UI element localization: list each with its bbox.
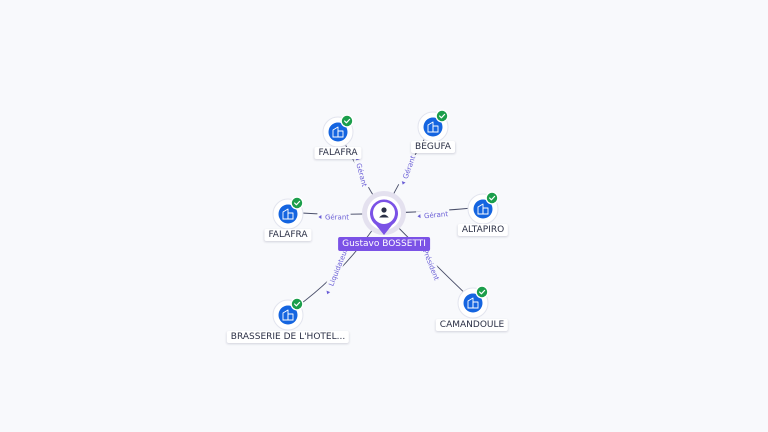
person-icon (379, 207, 389, 218)
pin-inner-circle (373, 202, 395, 224)
building-icon (282, 309, 294, 321)
edge-role-label: Gérant (317, 212, 351, 222)
company-node-falafra-top[interactable] (322, 114, 354, 148)
edge-role-label: Liquidateur (322, 243, 351, 297)
company-name-label[interactable]: BEGUFA (411, 141, 455, 153)
arrow-icon (318, 215, 322, 219)
company-node-altapiro[interactable] (467, 191, 499, 225)
edge-role-label: Gérant (397, 152, 418, 187)
company-node-begufa[interactable] (417, 109, 449, 143)
verified-check-icon (475, 285, 489, 299)
edge-label-background (352, 154, 371, 190)
edge-label-background (317, 212, 351, 221)
building-icon (427, 121, 439, 133)
company-name-label[interactable]: ALTAPIRO (457, 224, 509, 236)
edge-label-background (397, 152, 418, 187)
building-icon (282, 208, 294, 220)
edge-role-text: Président (421, 248, 441, 282)
edge-role-text: Gérant (354, 162, 368, 188)
company-name-label[interactable]: BRASSERIE DE L'HOTEL... (226, 331, 350, 343)
edge-label-background (322, 243, 351, 297)
company-node-falafra-left[interactable] (272, 196, 304, 230)
edge-role-text: Gérant (424, 210, 449, 220)
company-node-brasserie[interactable] (272, 297, 304, 331)
edge-role-text: Gérant (325, 214, 349, 222)
company-name-label[interactable]: FALAFRA (264, 229, 312, 241)
edge-role-label: Gérant (416, 208, 450, 221)
verified-check-icon (290, 196, 304, 210)
verified-check-icon (485, 191, 499, 205)
arrow-icon (326, 290, 331, 295)
building-icon (467, 297, 479, 309)
person-node[interactable] (362, 191, 406, 235)
person-name-label[interactable]: Gustavo BOSSETTI (338, 237, 430, 251)
verified-check-icon (340, 114, 354, 128)
company-name-label[interactable]: FALAFRA (314, 147, 362, 159)
building-icon (477, 203, 489, 215)
edge-label-background (416, 208, 450, 221)
company-node-camandoule[interactable] (457, 285, 489, 319)
building-icon (332, 126, 344, 138)
verified-check-icon (290, 297, 304, 311)
arrow-icon (417, 214, 421, 219)
edge-role-label: Gérant (352, 154, 371, 190)
arrow-icon (401, 181, 406, 185)
verified-check-icon (435, 109, 449, 123)
company-name-label[interactable]: CAMANDOULE (435, 319, 509, 331)
